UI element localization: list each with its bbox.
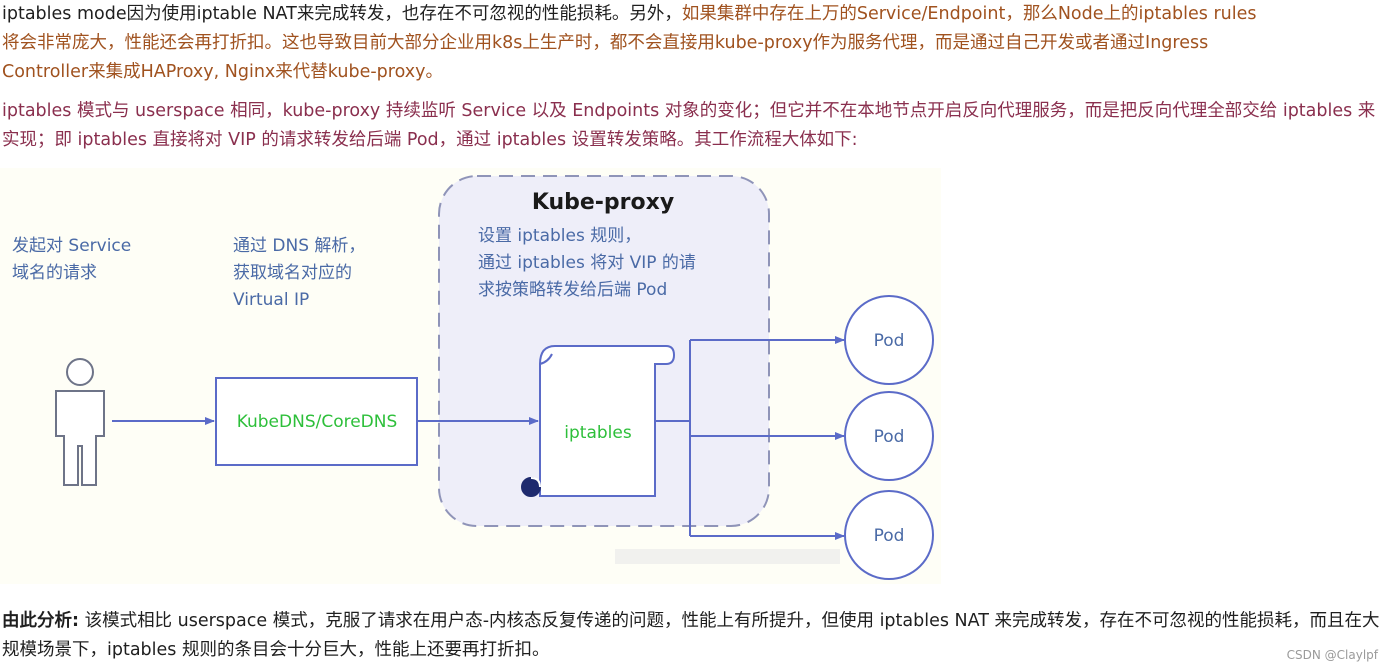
label-service-request-line2: 域名的请求 — [12, 263, 97, 283]
analysis-text: 该模式相比 userspace 模式，克服了请求在用户态-内核态反复传递的问题，… — [2, 611, 1380, 660]
label-dns-resolve: 通过 DNS 解析， 获取域名对应的 Virtual IP — [233, 233, 365, 314]
paragraph1-line2: 将会非常庞大，性能还会再打折扣。这也导致目前大部分企业用k8s上生产时，都不会直… — [2, 33, 1209, 53]
pod-node-2 — [844, 391, 934, 481]
user-icon — [55, 358, 105, 486]
label-iptables-rules-line2: 通过 iptables 将对 VIP 的请 — [478, 253, 696, 273]
blur-strip — [615, 549, 840, 564]
pod-connectors — [655, 336, 845, 540]
label-service-request-line1: 发起对 Service — [12, 236, 132, 256]
kubedns-label: KubeDNS/CoreDNS — [237, 412, 398, 432]
pod-label-3: Pod — [874, 526, 905, 546]
analysis-label: 由此分析: — [2, 611, 79, 631]
paragraph-iptables-description: iptables 模式与 userspace 相同，kube-proxy 持续监… — [2, 101, 1376, 150]
kube-proxy-title: Kube-proxy — [532, 190, 674, 215]
label-dns-resolve-line2: 获取域名对应的 — [233, 263, 352, 283]
label-dns-resolve-line3: Virtual IP — [233, 290, 310, 310]
label-iptables-rules-line3: 求按策略转发给后端 Pod — [478, 280, 668, 300]
paragraph1-intro: iptables mode因为使用iptable NAT来完成转发，也存在不可忽… — [2, 4, 682, 24]
pod-node-1 — [844, 295, 934, 385]
label-iptables-rules-line1: 设置 iptables 规则， — [478, 226, 642, 246]
kubedns-box — [215, 377, 418, 466]
label-dns-resolve-line1: 通过 DNS 解析， — [233, 236, 366, 256]
iptables-scroll-icon — [521, 345, 676, 497]
label-service-request: 发起对 Service 域名的请求 — [12, 233, 131, 287]
paragraph1-line3: Controller来集成HAProxy, Nginx来代替kube-proxy… — [2, 62, 443, 82]
label-iptables-rules: 设置 iptables 规则， 通过 iptables 将对 VIP 的请 求按… — [478, 223, 696, 304]
paragraph1-highlight: 如果集群中存在上万的Service/Endpoint，那么Node上的iptab… — [681, 4, 1257, 24]
watermark: CSDN @Claylpf — [1286, 648, 1378, 662]
paragraph-analysis: 由此分析: 该模式相比 userspace 模式，克服了请求在用户态-内核态反复… — [2, 607, 1382, 665]
iptables-label: iptables — [564, 423, 632, 443]
pod-label-1: Pod — [874, 331, 905, 351]
pod-label-2: Pod — [874, 427, 905, 447]
pod-node-3 — [844, 490, 934, 580]
paragraph-iptables-mode: iptables mode因为使用iptable NAT来完成转发，也存在不可忽… — [2, 0, 1382, 87]
iptables-workflow-diagram: Kube-proxy KubeDNS/CoreDNS iptables Pod … — [0, 168, 941, 584]
diagram-canvas: Kube-proxy KubeDNS/CoreDNS iptables Pod … — [55, 175, 934, 580]
